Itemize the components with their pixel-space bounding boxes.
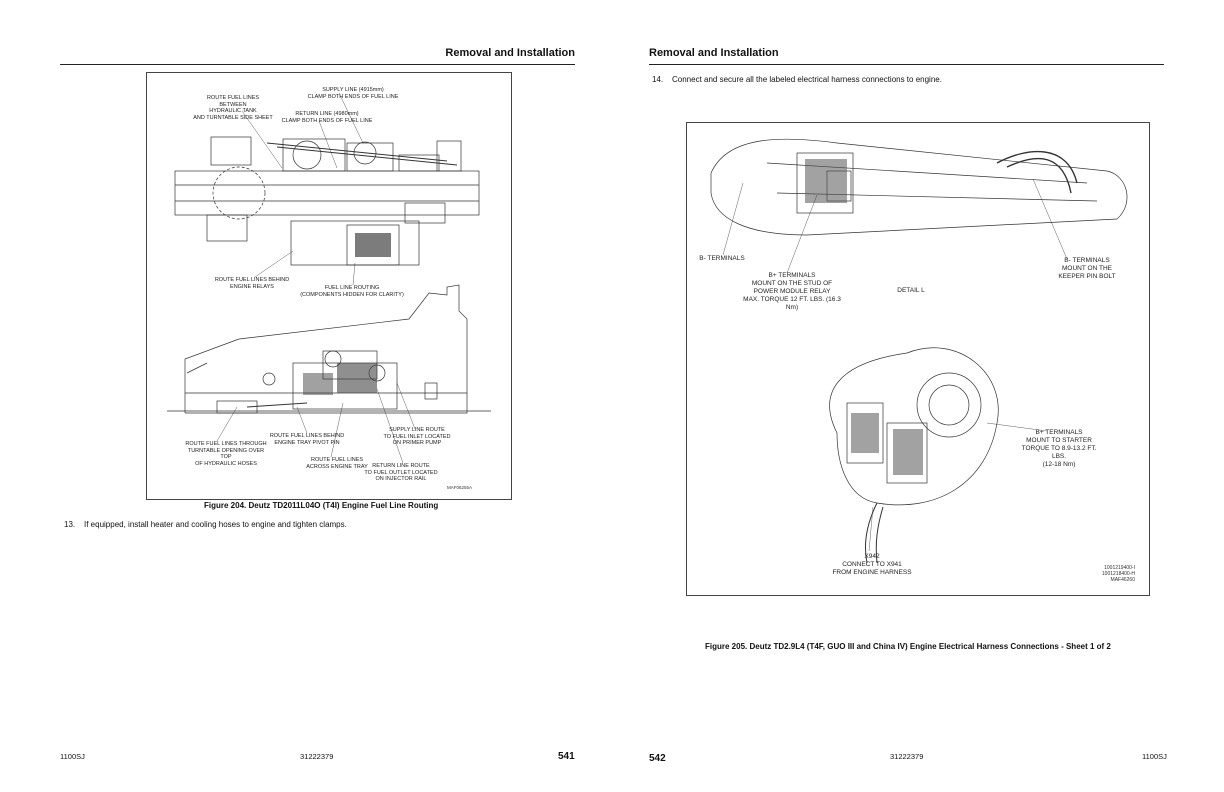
footer-doc-number: 31222379 [890,752,924,761]
right-page: Removal and Installation 14. Connect and … [612,0,1224,792]
callout-b-minus-keeper-pin: B- TERMINALS MOUNT ON THE KEEPER PIN BOL… [1058,257,1116,280]
page-number: 542 [649,753,666,764]
callout-fuel-line-routing: FUEL LINE ROUTING (COMPONENTS HIDDEN FOR… [300,285,404,298]
callout-supply-line-route: SUPPLY LINE ROUTE TO FUEL INLET LOCATED … [383,427,451,446]
figure-code: MAF06255A [447,485,473,490]
figure-204-frame: ROUTE FUEL LINES BETWEEN HYDRAULIC TANK … [146,72,512,500]
figure-codes: 1001219400-I 1001218400-H MAF46260 [1101,565,1135,583]
callout-across-engine-tray: ROUTE FUEL LINES ACROSS ENGINE TRAY [306,457,368,470]
callout-b-minus-terminals-left: B- TERMINALS [699,255,745,262]
engine-harness-drawing [710,138,1128,564]
step-number: 14. [652,75,664,84]
header-rule [649,64,1164,65]
callout-behind-relays: ROUTE FUEL LINES BEHIND ENGINE RELAYS [214,277,290,290]
step-text: Connect and secure all the labeled elect… [672,75,942,84]
page-number: 541 [558,751,575,762]
header-rule [60,64,575,65]
step-text: If equipped, install heater and cooling … [84,520,347,529]
figure-204-caption: Figure 204. Deutz TD2011L04O (T4I) Engin… [204,501,439,510]
callout-supply-line: SUPPLY LINE (4915mm) CLAMP BOTH ENDS OF … [307,87,399,100]
callout-b-plus-power-relay: B+ TERMINALS MOUNT ON THE STUD OF POWER … [743,272,841,311]
callout-b-plus-starter: B+ TERMINALS MOUNT TO STARTER TORQUE TO … [1021,429,1097,468]
footer-doc-number: 31222379 [300,752,334,761]
callout-through-turntable: ROUTE FUEL LINES THROUGH TURNTABLE OPENI… [185,441,267,467]
footer-model: 1100SJ [1142,752,1167,761]
step-number: 13. [64,520,76,529]
fuel-line-routing-drawing [167,92,491,464]
callout-return-line: RETURN LINE (4980mm) CLAMP BOTH ENDS OF … [281,111,373,124]
callout-behind-pivot-pin: ROUTE FUEL LINES BEHIND ENGINE TRAY PIVO… [269,433,345,446]
figure-205-caption: Figure 205. Deutz TD2.9L4 (T4F, GUO III … [705,642,1111,651]
page-header-title: Removal and Installation [445,47,575,59]
callout-x942-connector: X942 CONNECT TO X941 FROM ENGINE HARNESS [832,553,912,576]
step-13: 13. If equipped, install heater and cooli… [64,520,347,529]
step-14: 14. Connect and secure all the labeled el… [652,75,942,84]
callout-return-line-route: RETURN LINE ROUTE TO FUEL OUTLET LOCATED… [364,463,438,482]
page-header-title: Removal and Installation [649,47,779,59]
figure-205-frame: B- TERMINALS B+ TERMINALS MOUNT ON THE S… [686,122,1150,596]
callout-route-between-tank: ROUTE FUEL LINES BETWEEN HYDRAULIC TANK … [193,95,273,121]
footer-model: 1100SJ [60,752,85,761]
left-page: Removal and Installation [60,47,575,762]
callout-detail-l: DETAIL L [897,287,925,294]
